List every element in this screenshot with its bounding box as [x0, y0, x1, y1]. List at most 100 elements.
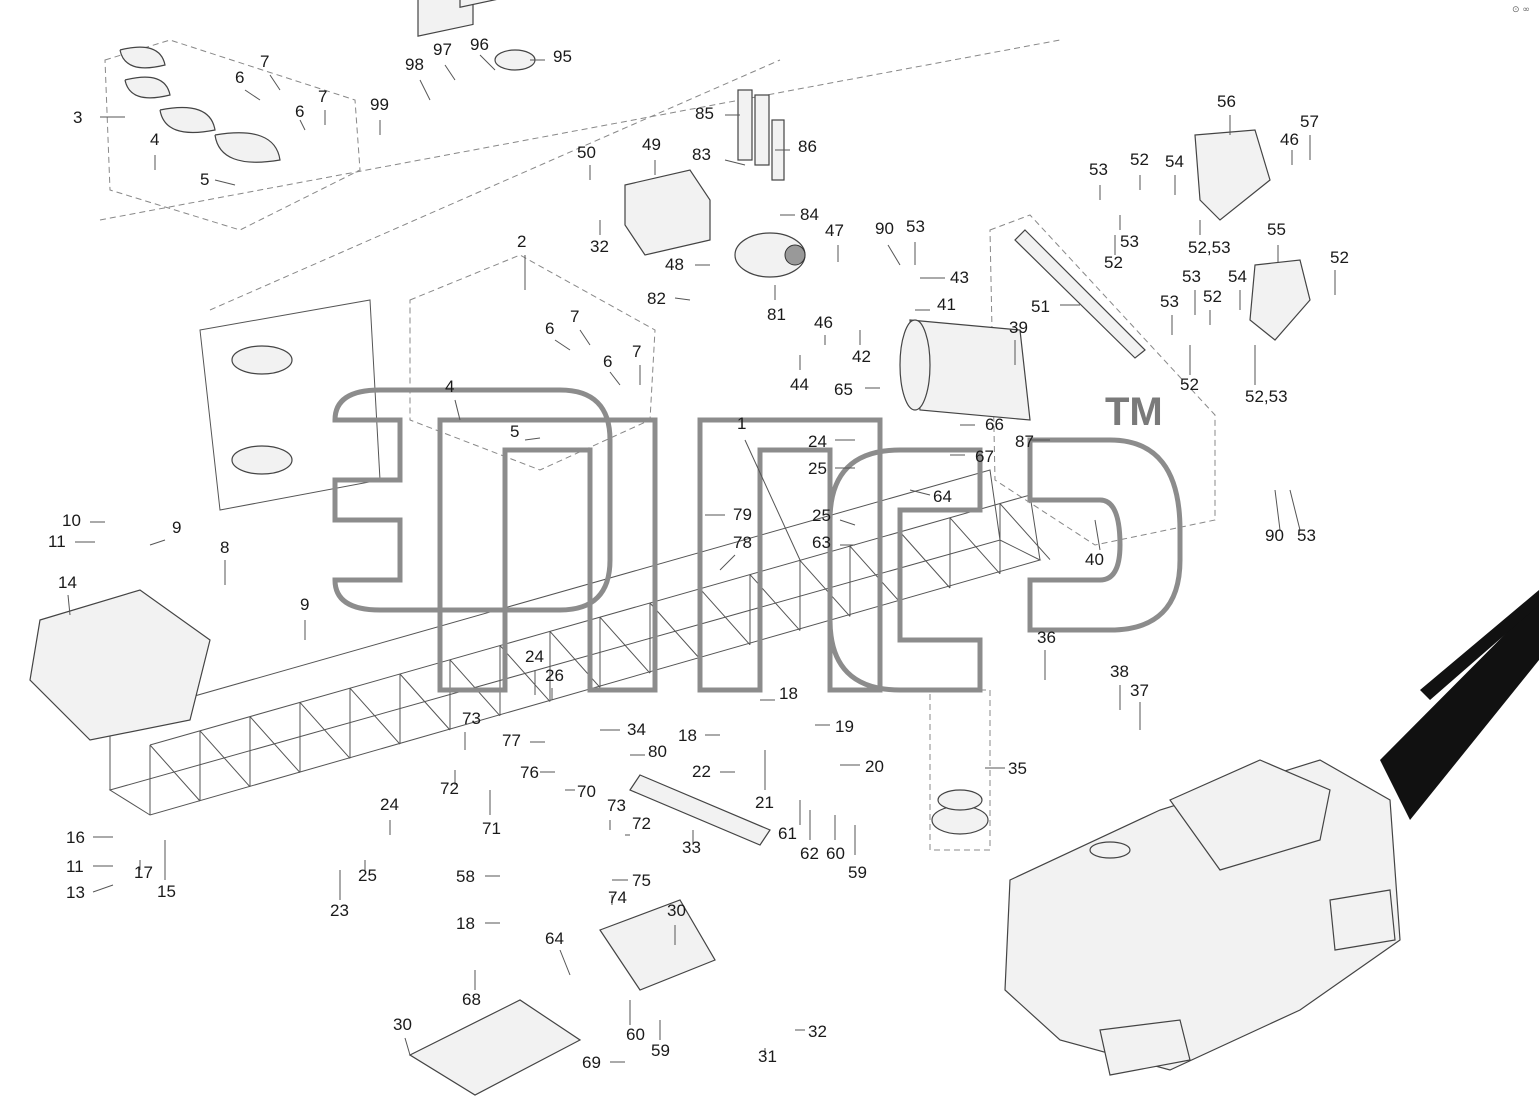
part-label-66: 66	[985, 415, 1004, 434]
leader-line	[1289, 489, 1301, 531]
part-label-14: 14	[58, 573, 77, 592]
truss-diagonal	[399, 673, 451, 731]
milling-machine-illustration	[1004, 590, 1539, 1076]
truss-diagonal	[949, 517, 1001, 575]
leader-line	[404, 1037, 411, 1056]
part-label-56: 56	[1217, 92, 1236, 111]
part-label-20: 20	[865, 757, 884, 776]
part-label-44: 44	[790, 375, 809, 394]
part-label-25: 25	[358, 866, 377, 885]
part-label-53: 53	[1089, 160, 1108, 179]
leader-line	[1094, 519, 1101, 551]
part-label-64: 64	[545, 929, 564, 948]
leader-line	[724, 159, 746, 166]
leader-line	[554, 339, 571, 351]
part-label-50: 50	[577, 143, 596, 162]
part-label-30: 30	[667, 901, 686, 920]
leader-line	[524, 437, 541, 441]
part-label-16: 16	[66, 828, 85, 847]
part-label-53: 53	[906, 217, 925, 236]
part-label-59: 59	[848, 863, 867, 882]
leader-lines	[67, 54, 1336, 1063]
leader-line	[299, 119, 306, 131]
part-label-23: 23	[330, 901, 349, 920]
part-label-1: 1	[737, 414, 746, 433]
part-label-81: 81	[767, 305, 786, 324]
part-label-9: 9	[172, 518, 181, 537]
part-label-72: 72	[632, 814, 651, 833]
part-label-15: 15	[157, 882, 176, 901]
part-label-22: 22	[692, 762, 711, 781]
part-label-9: 9	[300, 595, 309, 614]
part-label-79: 79	[733, 505, 752, 524]
leader-line	[454, 399, 461, 421]
truss-diagonal	[199, 730, 251, 788]
part-label-84: 84	[800, 205, 819, 224]
part-label-46: 46	[1280, 130, 1299, 149]
part-label-96: 96	[470, 35, 489, 54]
part-label-52: 52	[1180, 375, 1199, 394]
part-label-17: 17	[134, 863, 153, 882]
part-label-54: 54	[1165, 152, 1184, 171]
leader-line	[1274, 489, 1281, 531]
part-label-68: 68	[462, 990, 481, 1009]
part-label-62: 62	[800, 844, 819, 863]
part-label-86: 86	[798, 137, 817, 156]
leader-line	[92, 884, 114, 893]
leader-line	[839, 519, 856, 526]
part-label-13: 13	[66, 883, 85, 902]
part-label-40: 40	[1085, 550, 1104, 569]
part-label-25: 25	[812, 506, 831, 525]
part-label-6: 6	[545, 319, 554, 338]
part-label-64: 64	[933, 487, 952, 506]
truss-diagonal	[149, 744, 201, 802]
part-label-24: 24	[380, 795, 399, 814]
part-label-53: 53	[1160, 292, 1179, 311]
part-label-11: 11	[66, 857, 84, 876]
part-label-37: 37	[1130, 681, 1149, 700]
part-label-52: 52	[1130, 150, 1149, 169]
leader-line	[149, 539, 166, 546]
truss-diagonal	[999, 503, 1051, 560]
part-label-49: 49	[642, 135, 661, 154]
part-label-77: 77	[502, 731, 521, 750]
part-label-11: 11	[48, 532, 66, 551]
part-label-60: 60	[826, 844, 845, 863]
part-label-95: 95	[553, 47, 572, 66]
part-label-75: 75	[632, 871, 651, 890]
part-label-4: 4	[150, 130, 159, 149]
part-label-76: 76	[520, 763, 539, 782]
part-label-10: 10	[62, 511, 81, 530]
leader-line	[609, 371, 621, 386]
part-label-26: 26	[545, 666, 564, 685]
part-label-35: 35	[1008, 759, 1027, 778]
part-label-59: 59	[651, 1041, 670, 1060]
part-label-53: 53	[1120, 232, 1139, 251]
part-label-31: 31	[758, 1047, 777, 1066]
part-label-55: 55	[1267, 220, 1286, 239]
part-label-52: 52	[1203, 287, 1222, 306]
part-label-8: 8	[220, 538, 229, 557]
leader-line	[579, 329, 591, 346]
trademark-symbol: TM	[1105, 390, 1163, 434]
part-label-3: 3	[73, 108, 82, 127]
part-label-57: 57	[1300, 112, 1319, 131]
part-label-52-53: 52,53	[1245, 387, 1288, 406]
part-label-18: 18	[779, 684, 798, 703]
part-label-43: 43	[950, 268, 969, 287]
part-label-74: 74	[608, 888, 627, 907]
part-label-72: 72	[440, 779, 459, 798]
part-label-90: 90	[875, 219, 894, 238]
part-label-38: 38	[1110, 662, 1129, 681]
part-label-97: 97	[433, 40, 452, 59]
part-label-7: 7	[632, 342, 641, 361]
part-label-73: 73	[462, 709, 481, 728]
part-label-36: 36	[1037, 628, 1056, 647]
truss-diagonal	[249, 716, 301, 773]
truss-diagonal	[349, 687, 401, 745]
part-label-5: 5	[200, 170, 209, 189]
part-label-24: 24	[525, 647, 544, 666]
part-label-61: 61	[778, 824, 797, 843]
